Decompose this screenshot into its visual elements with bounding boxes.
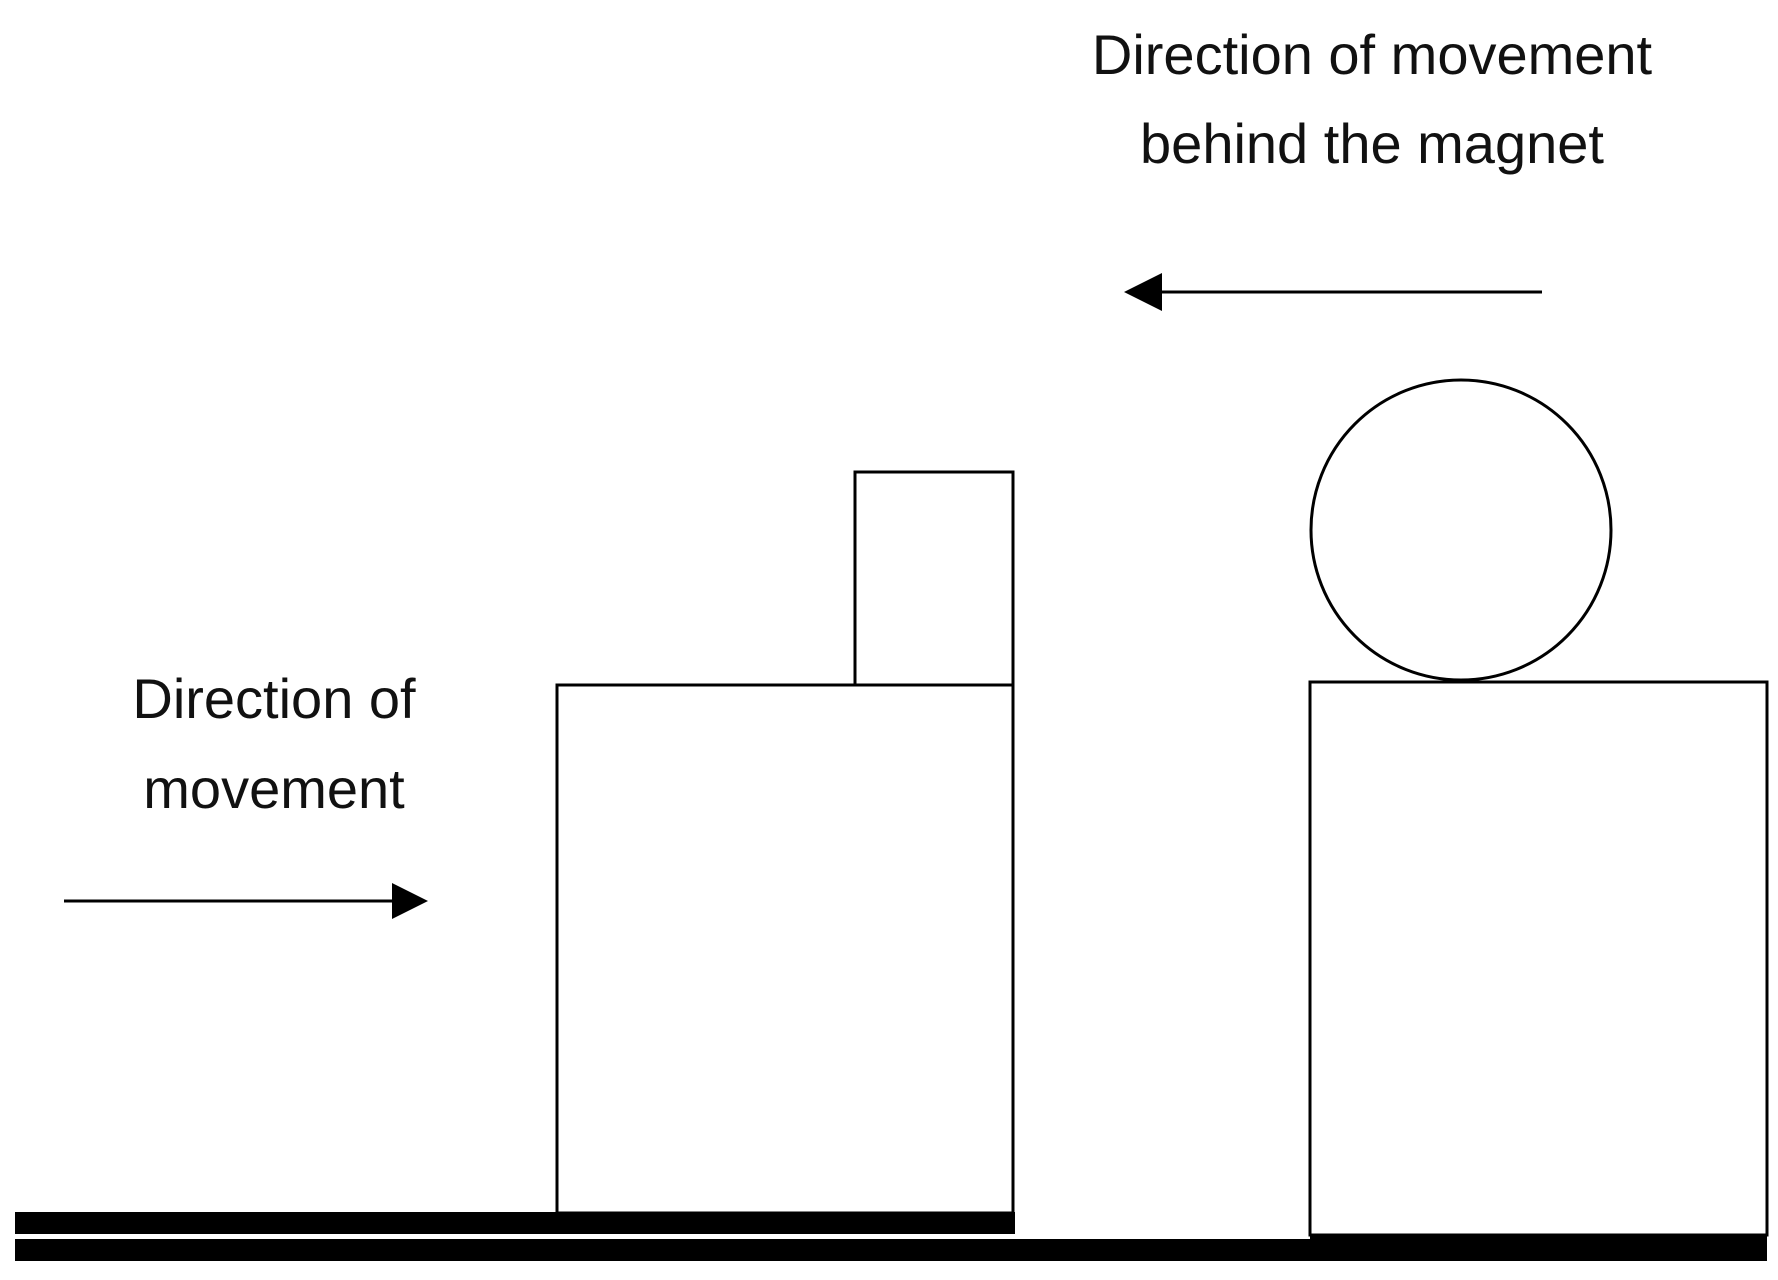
- left-arrow-head: [1124, 273, 1162, 311]
- magnet-direction-label: Direction of movement behind the magnet: [1092, 23, 1653, 175]
- movement-direction-label: Direction of movement: [132, 667, 416, 820]
- ground-bar-right-connector: [1310, 1233, 1767, 1241]
- magnet-circle: [1309, 378, 1613, 682]
- right-arrow-head: [392, 883, 428, 919]
- magnet-stand: [1308, 378, 1769, 1237]
- ground-track: [15, 1212, 1767, 1261]
- magnet-stand-block: [1308, 680, 1769, 1237]
- ground-bar-full-lower: [15, 1239, 1767, 1261]
- magnet-direction-label-line-2: behind the magnet: [1140, 112, 1604, 175]
- moving-block: [555, 470, 1015, 1215]
- moving-block-top-piece: [853, 470, 1015, 687]
- right-arrow-icon: [64, 883, 428, 919]
- movement-direction-label-line-1: Direction of: [132, 667, 416, 730]
- movement-direction-label-line-2: movement: [143, 757, 405, 820]
- magnet-direction-label-line-1: Direction of movement: [1092, 23, 1653, 86]
- ground-bar-left-upper: [15, 1212, 1015, 1234]
- left-arrow-icon: [1124, 273, 1542, 311]
- moving-block-body: [555, 683, 1015, 1215]
